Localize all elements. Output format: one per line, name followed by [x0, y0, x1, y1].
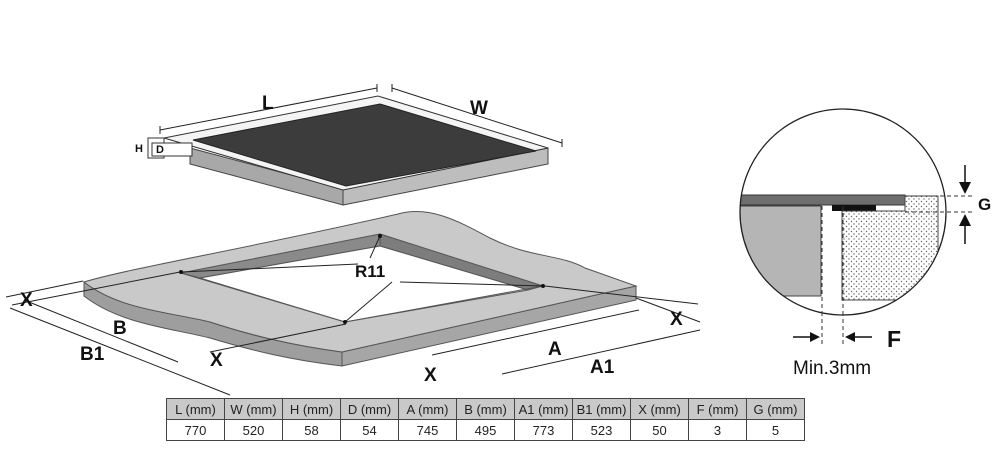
- label-X-bottom: X: [424, 365, 437, 386]
- table-row: 770 520 58 54 745 495 773 523 50 3 5: [166, 419, 805, 441]
- label-L: L: [262, 93, 274, 114]
- label-min-gap: Min.3mm: [793, 358, 871, 379]
- label-R11: R11: [355, 262, 385, 281]
- table-cell: 58: [282, 419, 341, 441]
- table-cell: 520: [224, 419, 283, 441]
- label-A: A: [548, 339, 562, 360]
- table-header-cell: A1 (mm): [514, 398, 573, 420]
- label-B1: B1: [80, 344, 105, 365]
- table-cell: 5: [746, 419, 805, 441]
- label-X-right: X: [670, 309, 683, 330]
- label-W: W: [470, 98, 488, 119]
- table-header-row: L (mm) W (mm) H (mm) D (mm) A (mm) B (mm…: [166, 398, 805, 420]
- table-header-cell: B1 (mm): [572, 398, 631, 420]
- table-header-cell: F (mm): [688, 398, 747, 420]
- table-cell: 50: [630, 419, 689, 441]
- label-A1: A1: [590, 357, 615, 378]
- table-cell: 770: [166, 419, 225, 441]
- cooktop: L W H D: [135, 84, 563, 206]
- table-cell: 773: [514, 419, 573, 441]
- table-header-cell: W (mm): [224, 398, 283, 420]
- table-header-cell: G (mm): [746, 398, 805, 420]
- label-H: H: [135, 143, 143, 155]
- table-header-cell: A (mm): [398, 398, 457, 420]
- label-X-bottom-left: X: [210, 350, 223, 371]
- table-header-cell: L (mm): [166, 398, 225, 420]
- label-F: F: [887, 326, 901, 352]
- worktop: R11 X B B1 X X A A1 X: [5, 211, 701, 396]
- table-cell: 523: [572, 419, 631, 441]
- label-D: D: [156, 144, 164, 156]
- detail-view: F Min.3mm G: [739, 108, 991, 379]
- table-cell: 745: [398, 419, 457, 441]
- table-cell: 3: [688, 419, 747, 441]
- table-header-cell: X (mm): [630, 398, 689, 420]
- label-X-left: X: [20, 290, 33, 311]
- table-cell: 54: [340, 419, 399, 441]
- label-B: B: [113, 318, 127, 339]
- table-cell: 495: [456, 419, 515, 441]
- label-G: G: [978, 195, 991, 214]
- table-header-cell: D (mm): [340, 398, 399, 420]
- dimension-table: L (mm) W (mm) H (mm) D (mm) A (mm) B (mm…: [166, 398, 805, 441]
- table-header-cell: H (mm): [282, 398, 341, 420]
- table-header-cell: B (mm): [456, 398, 515, 420]
